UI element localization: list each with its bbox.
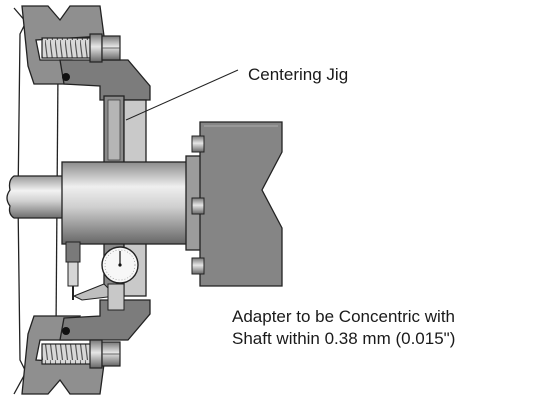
motor-flange bbox=[191, 121, 283, 287]
adapter-plate-lower bbox=[59, 299, 151, 341]
concentricity-note-line-1: Adapter to be Concentric with bbox=[232, 307, 456, 326]
lower-bolt bbox=[41, 327, 121, 369]
concentricity-note: Adapter to be Concentric with Shaft with… bbox=[232, 306, 455, 350]
adapter-plate-upper bbox=[59, 59, 151, 101]
centering-jig-leader-line bbox=[125, 69, 239, 121]
centering-jig-label: Centering Jig bbox=[248, 65, 349, 84]
adapter-cylinder bbox=[61, 155, 203, 251]
upper-bolt bbox=[41, 33, 121, 81]
dial-indicator bbox=[65, 241, 139, 311]
concentricity-note-line-2: Shaft within 0.38 mm (0.015") bbox=[232, 329, 456, 348]
upper-housing-flange bbox=[21, 5, 105, 85]
shaft bbox=[6, 175, 67, 219]
